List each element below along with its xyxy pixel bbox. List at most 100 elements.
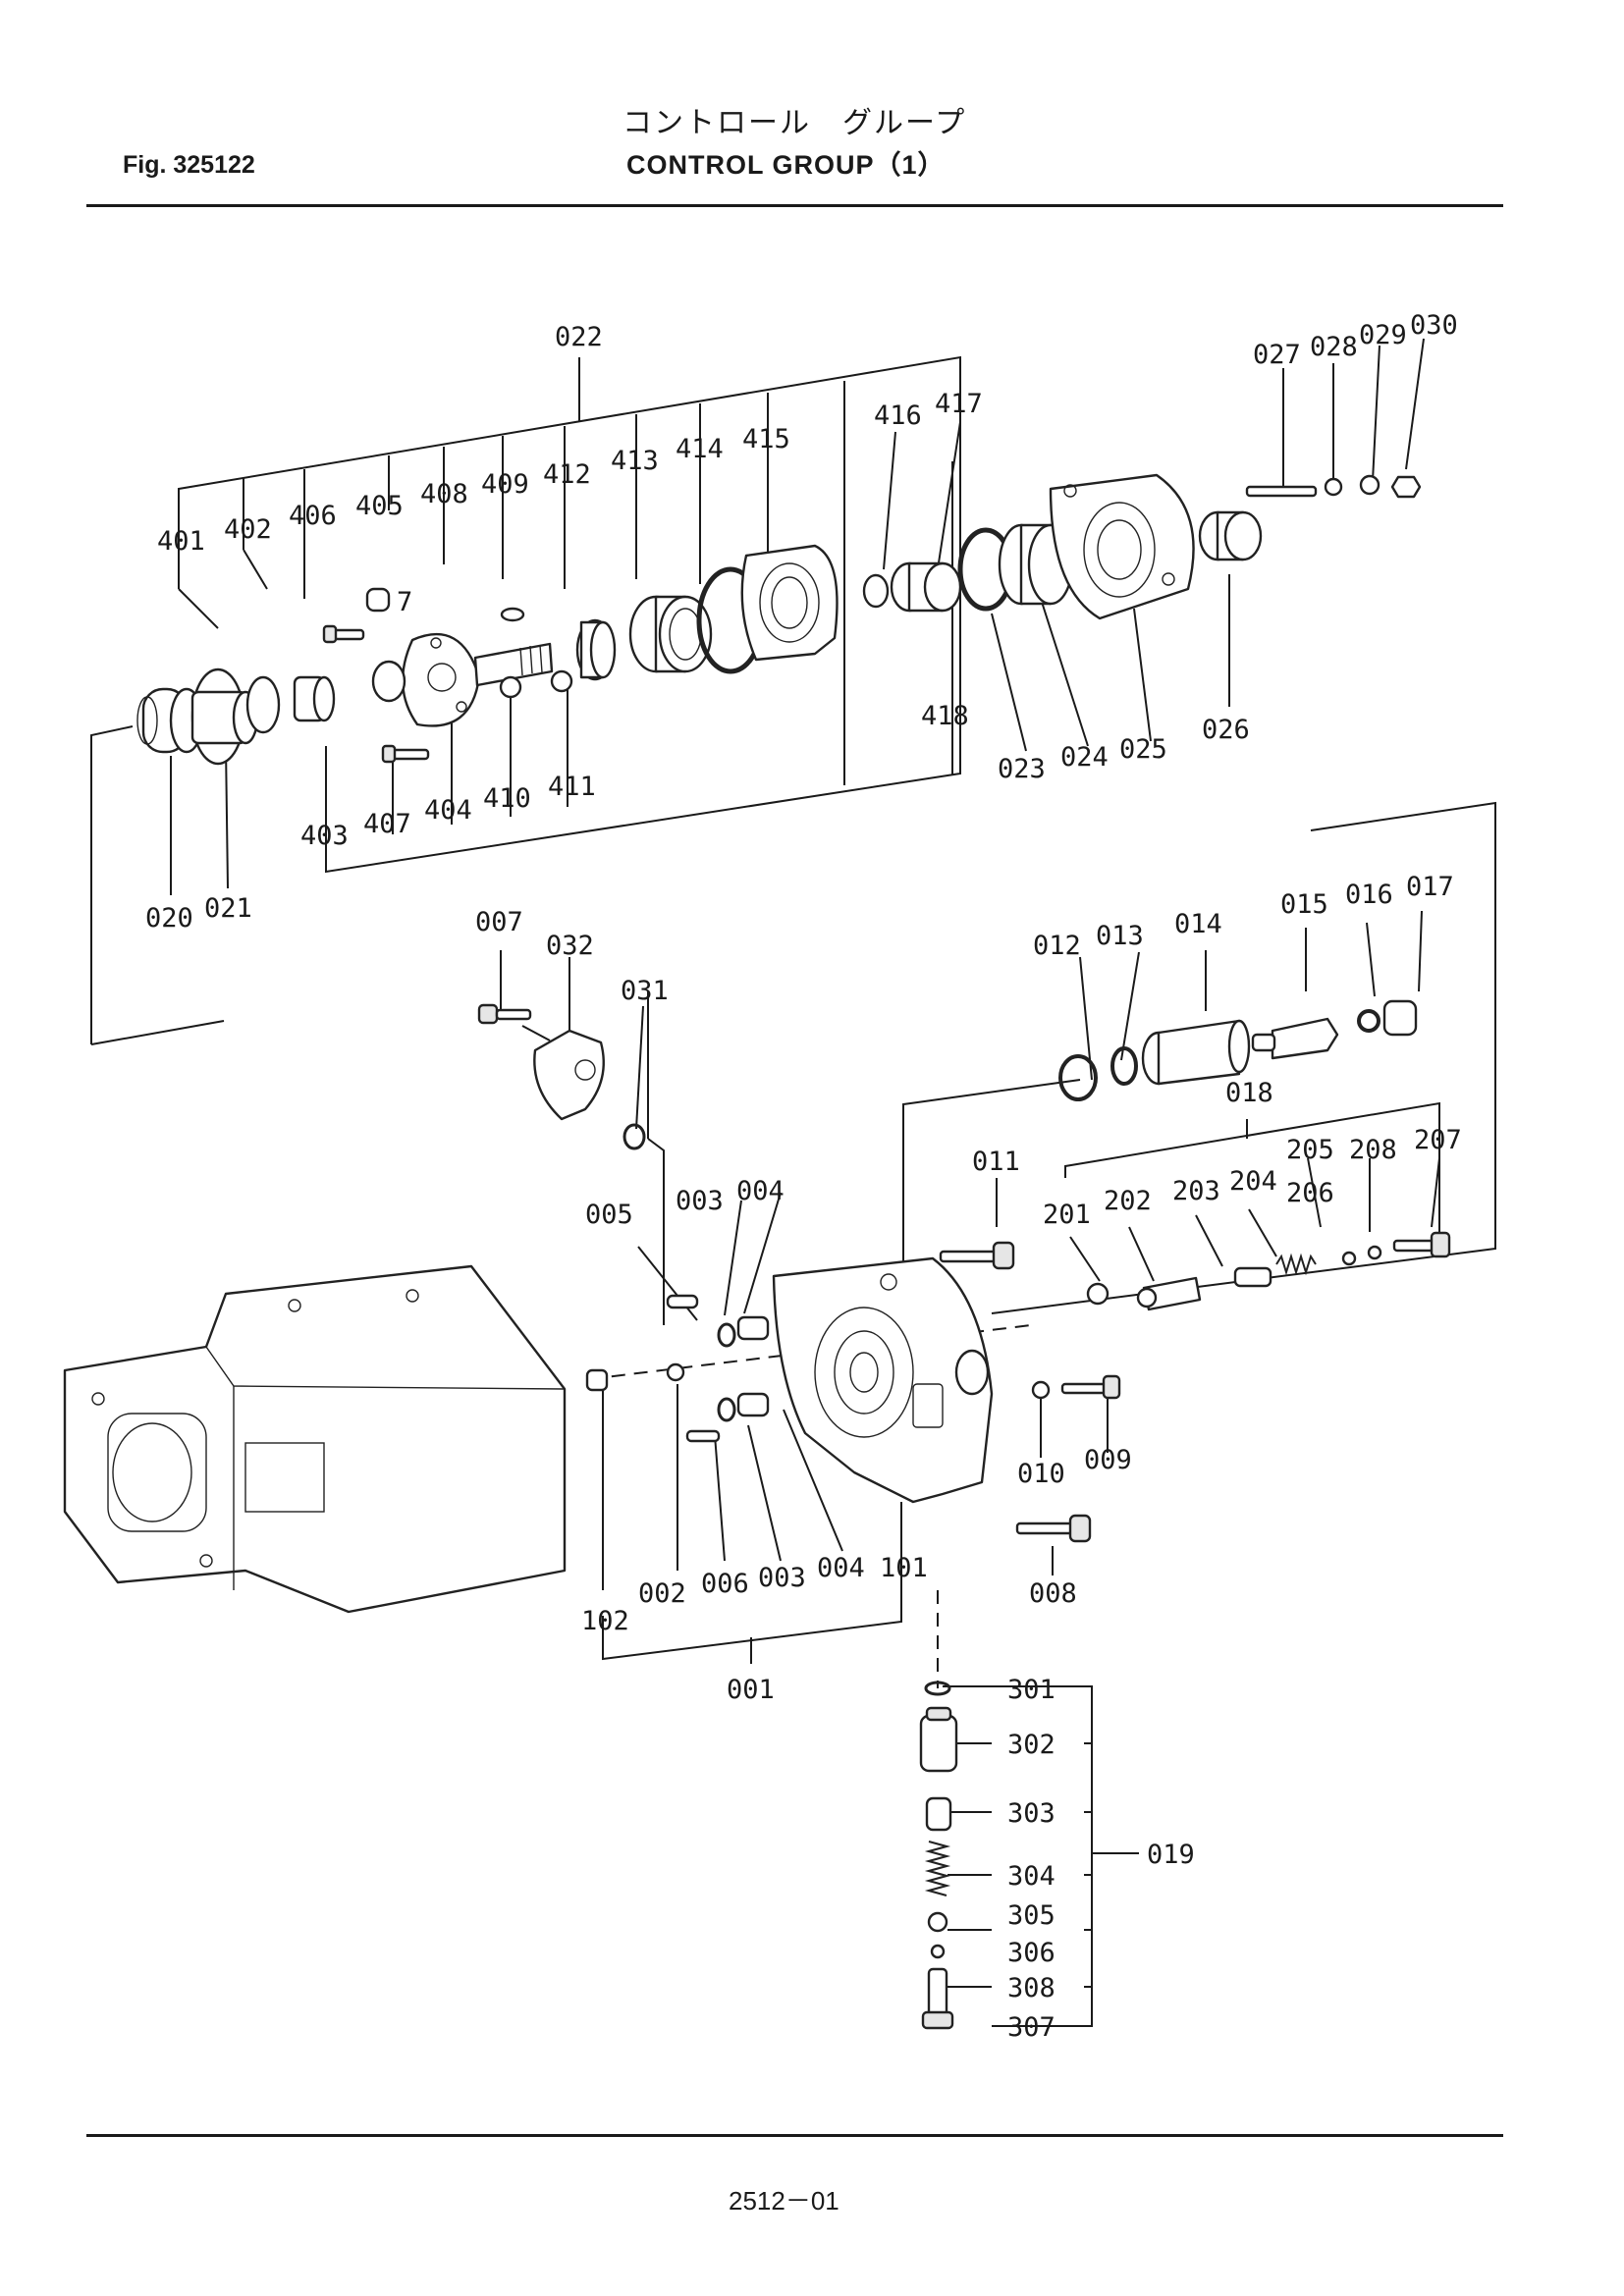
part-012-oring bbox=[1058, 1054, 1098, 1101]
callout-408: 408 bbox=[420, 479, 468, 509]
callout-027: 027 bbox=[1253, 340, 1301, 370]
callout-204: 204 bbox=[1229, 1166, 1277, 1197]
part-202-spool bbox=[1136, 1276, 1202, 1311]
part-102-plug bbox=[585, 1368, 609, 1392]
part-010-washer bbox=[1031, 1380, 1051, 1400]
callout-023: 023 bbox=[998, 754, 1046, 784]
callout-203: 203 bbox=[1172, 1176, 1220, 1206]
part-411-ball bbox=[550, 669, 573, 693]
callout-404: 404 bbox=[424, 795, 472, 826]
callout-412: 412 bbox=[543, 459, 591, 490]
part-002-washer bbox=[666, 1362, 685, 1382]
part-003-oring-upper bbox=[717, 1322, 736, 1348]
callout-003-lower: 003 bbox=[758, 1563, 806, 1593]
motor-housing bbox=[63, 1264, 567, 1614]
part-308-ball bbox=[930, 1944, 946, 1959]
part-013-ring bbox=[1110, 1046, 1138, 1086]
callout-015: 015 bbox=[1280, 889, 1328, 920]
callout-024: 024 bbox=[1060, 742, 1109, 773]
figure-number: Fig. 325122 bbox=[123, 151, 255, 179]
callout-409: 409 bbox=[481, 469, 529, 500]
part-101-valve-block bbox=[772, 1256, 994, 1504]
part-004-plug-upper bbox=[736, 1315, 770, 1341]
callout-028: 028 bbox=[1310, 332, 1358, 362]
part-008-bolt bbox=[1015, 1514, 1092, 1543]
callout-205: 205 bbox=[1286, 1135, 1334, 1165]
part-417-bush bbox=[890, 561, 962, 613]
part-003-oring-lower bbox=[717, 1397, 736, 1422]
leader-lines bbox=[90, 338, 1496, 2027]
part-204-spring bbox=[1275, 1253, 1317, 1276]
part-307-plug bbox=[921, 1967, 954, 2030]
callout-405: 405 bbox=[355, 491, 404, 521]
callout-206: 206 bbox=[1286, 1178, 1334, 1208]
callout-012: 012 bbox=[1033, 931, 1081, 961]
header-rule bbox=[86, 204, 1503, 207]
part-206-ball bbox=[1341, 1251, 1357, 1266]
part-208-oring bbox=[1367, 1245, 1382, 1260]
callout-415: 415 bbox=[742, 424, 790, 454]
part-305-washer bbox=[927, 1911, 948, 1933]
callout-208: 208 bbox=[1349, 1135, 1397, 1165]
callout-306: 306 bbox=[1007, 1938, 1056, 1968]
callout-406: 406 bbox=[289, 501, 337, 531]
page-number: 2512－01 bbox=[729, 2186, 839, 2216]
part-408-shaft bbox=[473, 642, 554, 687]
part-403-ring bbox=[371, 660, 406, 703]
callout-303: 303 bbox=[1007, 1798, 1056, 1829]
callout-201: 201 bbox=[1043, 1200, 1091, 1230]
part-303-seat bbox=[925, 1796, 952, 1832]
part-415-housing bbox=[740, 544, 839, 662]
footer-rule bbox=[86, 2134, 1503, 2137]
callout-407: 407 bbox=[363, 809, 411, 839]
part-410-ball bbox=[499, 675, 522, 699]
part-029-lockwasher bbox=[1359, 474, 1380, 496]
part-015-adjuster bbox=[1251, 1017, 1339, 1060]
part-304-spring bbox=[924, 1840, 951, 1897]
callout-302: 302 bbox=[1007, 1730, 1056, 1760]
callout-018: 018 bbox=[1225, 1078, 1273, 1108]
callout-7: 7 bbox=[397, 587, 412, 617]
part-005-pin bbox=[666, 1294, 699, 1309]
callout-017: 017 bbox=[1406, 872, 1454, 902]
callout-414: 414 bbox=[676, 434, 724, 464]
callout-029: 029 bbox=[1359, 320, 1407, 350]
callout-410: 410 bbox=[483, 783, 531, 814]
callout-102: 102 bbox=[581, 1606, 629, 1636]
callout-403: 403 bbox=[300, 821, 349, 851]
part-009-bolt bbox=[1060, 1374, 1121, 1400]
part-301-oring bbox=[924, 1681, 951, 1696]
callout-006: 006 bbox=[701, 1569, 749, 1599]
part-007-bolt bbox=[477, 1003, 532, 1025]
callout-021: 021 bbox=[204, 893, 252, 924]
callout-402: 402 bbox=[224, 514, 272, 545]
callout-305: 305 bbox=[1007, 1900, 1056, 1931]
part-302-valve bbox=[919, 1706, 958, 1773]
part-011-bolt bbox=[939, 1241, 1015, 1270]
part-201-ring bbox=[1086, 1282, 1110, 1306]
callout-016: 016 bbox=[1345, 880, 1393, 910]
callout-labels: 022 027 028 029 030 416 417 415 414 413 … bbox=[145, 310, 1462, 2043]
callout-030: 030 bbox=[1410, 310, 1458, 341]
callout-401: 401 bbox=[157, 526, 205, 557]
part-016-ring bbox=[1357, 1009, 1380, 1033]
part-412-gear bbox=[575, 618, 617, 681]
callout-301: 301 bbox=[1007, 1675, 1056, 1705]
part-207-plug bbox=[1392, 1231, 1451, 1258]
callout-003-upper: 003 bbox=[676, 1186, 724, 1216]
part-406-bolt bbox=[322, 624, 365, 644]
callout-417: 417 bbox=[935, 389, 983, 419]
callout-007: 007 bbox=[475, 907, 523, 937]
part-404-plate bbox=[402, 632, 481, 727]
callout-304: 304 bbox=[1007, 1861, 1056, 1892]
callout-101: 101 bbox=[880, 1553, 928, 1583]
part-026-sleeve bbox=[1198, 510, 1263, 561]
callout-009: 009 bbox=[1084, 1445, 1132, 1475]
part-014-valve-body bbox=[1141, 1019, 1251, 1086]
callout-026: 026 bbox=[1202, 715, 1250, 745]
part-031-oring bbox=[623, 1123, 646, 1150]
callout-413: 413 bbox=[611, 446, 659, 476]
callout-202: 202 bbox=[1104, 1186, 1152, 1216]
